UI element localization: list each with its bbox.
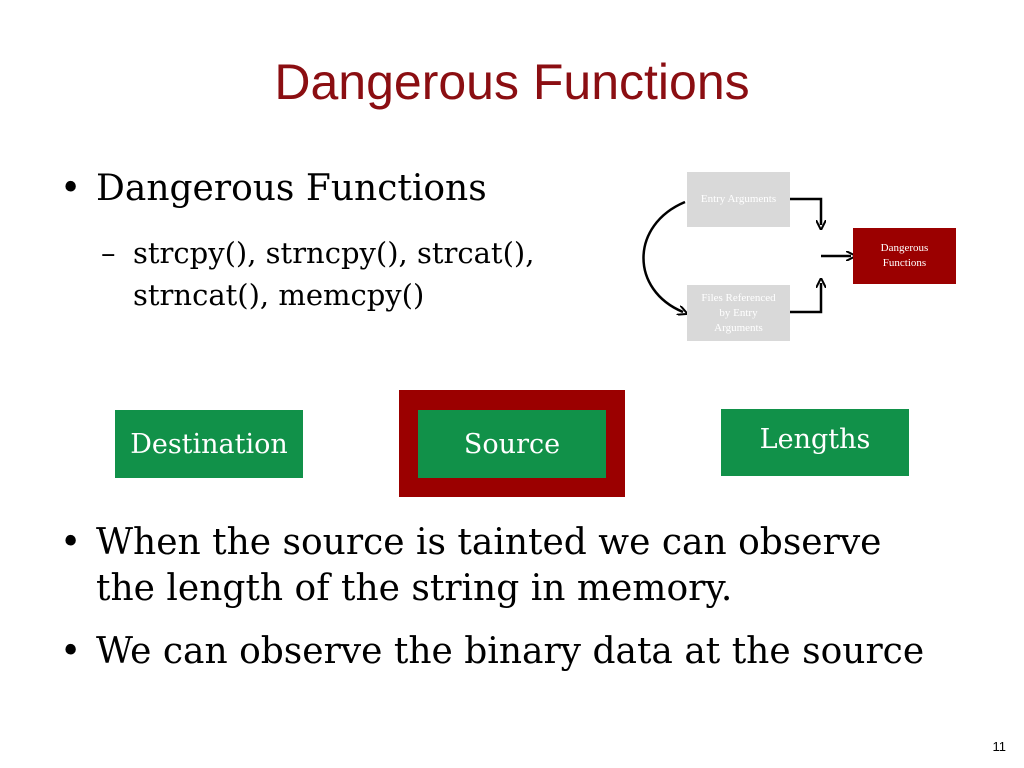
bullet-text: Dangerous Functions	[96, 168, 487, 209]
source-label: Source	[463, 428, 561, 460]
bullet-text-line-1: When the source is tainted we can observ…	[96, 522, 882, 563]
bullet-dangerous-functions: • Dangerous Functions	[60, 167, 620, 211]
dangerous-functions-box: Dangerous Functions	[853, 228, 956, 284]
page-number: 11	[992, 739, 1007, 754]
bullet-marker: •	[60, 168, 82, 209]
sub-bullet-marker: –	[101, 236, 116, 270]
entry-arguments-box: Entry Arguments	[687, 172, 790, 227]
connector-entry	[790, 197, 821, 225]
bullet-source-tainted: • When the source is tainted we can obse…	[60, 521, 1000, 609]
bullet-text-line-2: the length of the string in memory.	[96, 568, 733, 609]
destination-label: Destination	[130, 428, 288, 460]
lengths-label: Lengths	[759, 424, 871, 455]
bullet-marker: •	[60, 631, 82, 672]
dangerous-functions-line-1: Dangerous	[880, 242, 929, 254]
sub-bullet-line-2: strncat(), memcpy()	[133, 278, 425, 312]
lengths-box: Lengths	[721, 409, 909, 476]
sub-bullet-line-1: strcpy(), strncpy(), strcat(),	[133, 236, 535, 270]
files-referenced-box: Files Referenced by Entry Arguments	[687, 285, 790, 341]
dangerous-functions-line-2: Functions	[882, 257, 927, 269]
files-referenced-line-3: Arguments	[714, 321, 763, 334]
files-referenced-line-1: Files Referenced	[701, 291, 776, 304]
bullet-binary-data: • We can observe the binary data at the …	[60, 630, 1000, 674]
bullet-marker: •	[60, 522, 82, 563]
slide-title: Dangerous Functions	[274, 54, 750, 110]
destination-box: Destination	[115, 410, 303, 478]
bullet-text: We can observe the binary data at the so…	[96, 631, 925, 672]
curved-arrow	[642, 200, 685, 312]
source-box: Source	[418, 410, 606, 478]
files-referenced-line-2: by Entry	[719, 306, 758, 319]
sub-bullet-function-list: – strcpy(), strncpy(), strcat(), strncat…	[101, 232, 611, 316]
entry-arguments-label: Entry Arguments	[700, 193, 777, 205]
connector-files	[790, 283, 821, 314]
